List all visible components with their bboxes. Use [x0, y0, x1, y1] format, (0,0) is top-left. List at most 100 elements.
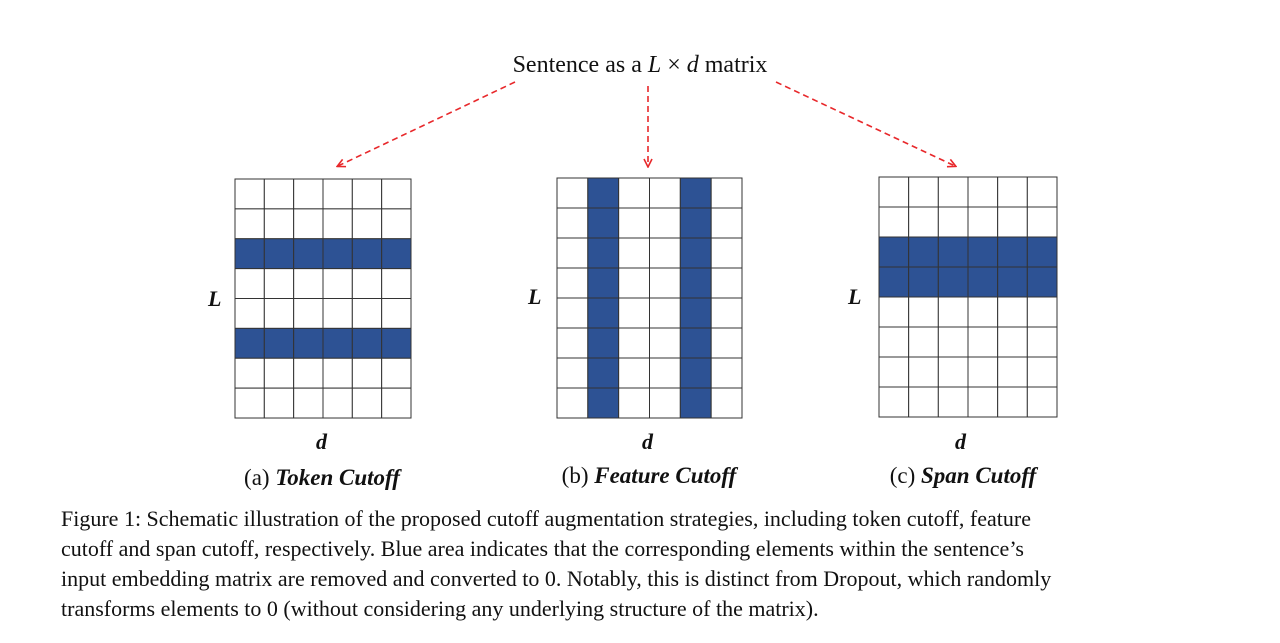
title-prefix: Sentence as a: [512, 52, 648, 78]
matrix-cell: [997, 356, 1028, 388]
panel-a-axis-d: d: [316, 429, 327, 454]
cutoff-cell: [679, 357, 712, 389]
matrix-cell: [263, 268, 295, 300]
matrix-cell: [937, 296, 969, 328]
matrix-cell: [556, 237, 589, 269]
panel-a-axis-L: L: [208, 286, 222, 311]
panel-a-name: Token Cutoff: [275, 465, 400, 490]
matrix-cell: [710, 177, 743, 209]
matrix-cell: [878, 176, 910, 208]
matrix-cell: [967, 386, 999, 418]
matrix-cell: [293, 268, 324, 300]
cutoff-cell: [351, 327, 383, 359]
cutoff-cell: [587, 297, 620, 329]
matrix-cell: [618, 237, 650, 269]
matrix-cell: [618, 357, 650, 389]
matrix-cell: [381, 357, 412, 389]
matrix-cell: [618, 387, 650, 419]
matrix-cell: [710, 237, 743, 269]
matrix-cell: [908, 176, 939, 208]
matrix-cell: [556, 327, 589, 359]
matrix-cell: [649, 177, 681, 209]
matrix-cell: [322, 268, 353, 300]
title-math-d: d: [686, 52, 699, 78]
cutoff-cell: [997, 236, 1028, 268]
matrix-cell: [710, 207, 743, 239]
cutoff-cell: [679, 237, 712, 269]
matrix-cell: [937, 326, 969, 358]
cutoff-cell: [381, 327, 412, 359]
matrix-cell: [556, 207, 589, 239]
matrix-cell: [1026, 326, 1058, 358]
panel-c-matrix: [878, 176, 1058, 418]
matrix-cell: [351, 268, 383, 300]
matrix-cell: [908, 386, 939, 418]
cutoff-cell: [679, 177, 712, 209]
matrix-cell: [322, 178, 353, 210]
panel-c-prefix: (c): [889, 463, 921, 488]
cutoff-cell: [322, 238, 353, 270]
matrix-cell: [556, 177, 589, 209]
matrix-cell: [381, 268, 412, 300]
matrix-cell: [618, 327, 650, 359]
matrix-cell: [1026, 296, 1058, 328]
matrix-cell: [234, 298, 265, 329]
matrix-cell: [381, 298, 412, 329]
cutoff-cell: [322, 327, 353, 359]
matrix-cell: [234, 178, 265, 210]
matrix-cell: [649, 327, 681, 359]
matrix-cell: [293, 387, 324, 419]
cutoff-cell: [293, 238, 324, 270]
matrix-cell: [710, 387, 743, 419]
matrix-cell: [937, 386, 969, 418]
matrix-cell: [997, 296, 1028, 328]
matrix-cell: [878, 296, 910, 328]
panel-b-label: (b) Feature Cutoff: [489, 462, 809, 490]
matrix-cell: [618, 297, 650, 329]
matrix-cell: [908, 296, 939, 328]
matrix-cell: [263, 387, 295, 419]
cutoff-cell: [587, 387, 620, 419]
matrix-cell: [556, 297, 589, 329]
matrix-cell: [351, 178, 383, 210]
matrix-cell: [967, 176, 999, 208]
matrix-cell: [967, 296, 999, 328]
panel-c-name: Span Cutoff: [921, 463, 1037, 488]
matrix-cell: [263, 298, 295, 329]
cutoff-cell: [587, 207, 620, 239]
matrix-cell: [618, 207, 650, 239]
cutoff-cell: [381, 238, 412, 270]
cutoff-cell: [263, 238, 295, 270]
cutoff-cell: [679, 207, 712, 239]
cutoff-cell: [679, 327, 712, 359]
matrix-cell: [908, 326, 939, 358]
arrow-to-token-cutoff: [338, 81, 516, 166]
caption-line-1: Figure 1: Schematic illustration of the …: [61, 506, 1031, 531]
cutoff-cell: [587, 237, 620, 269]
cutoff-cell: [997, 266, 1028, 298]
matrix-cell: [381, 208, 412, 240]
cutoff-cell: [878, 266, 910, 298]
matrix-cell: [234, 357, 265, 389]
matrix-cell: [710, 327, 743, 359]
cutoff-cell: [908, 236, 939, 268]
matrix-cell: [381, 178, 412, 210]
cutoff-cell: [878, 236, 910, 268]
matrix-cell: [649, 297, 681, 329]
cutoff-cell: [263, 327, 295, 359]
matrix-cell: [1026, 386, 1058, 418]
cutoff-cell: [351, 238, 383, 270]
cutoff-cell: [234, 238, 265, 270]
panel-b-prefix: (b): [561, 463, 595, 488]
matrix-cell: [937, 176, 969, 208]
matrix-cell: [1026, 356, 1058, 388]
cutoff-cell: [587, 327, 620, 359]
matrix-cell: [710, 357, 743, 389]
matrix-cell: [381, 387, 412, 419]
cutoff-cell: [679, 267, 712, 299]
matrix-cell: [649, 357, 681, 389]
matrix-cell: [234, 208, 265, 240]
caption-line-4: transforms elements to 0 (without consid…: [61, 596, 819, 621]
matrix-cell: [556, 357, 589, 389]
title-suffix: matrix: [698, 52, 768, 78]
